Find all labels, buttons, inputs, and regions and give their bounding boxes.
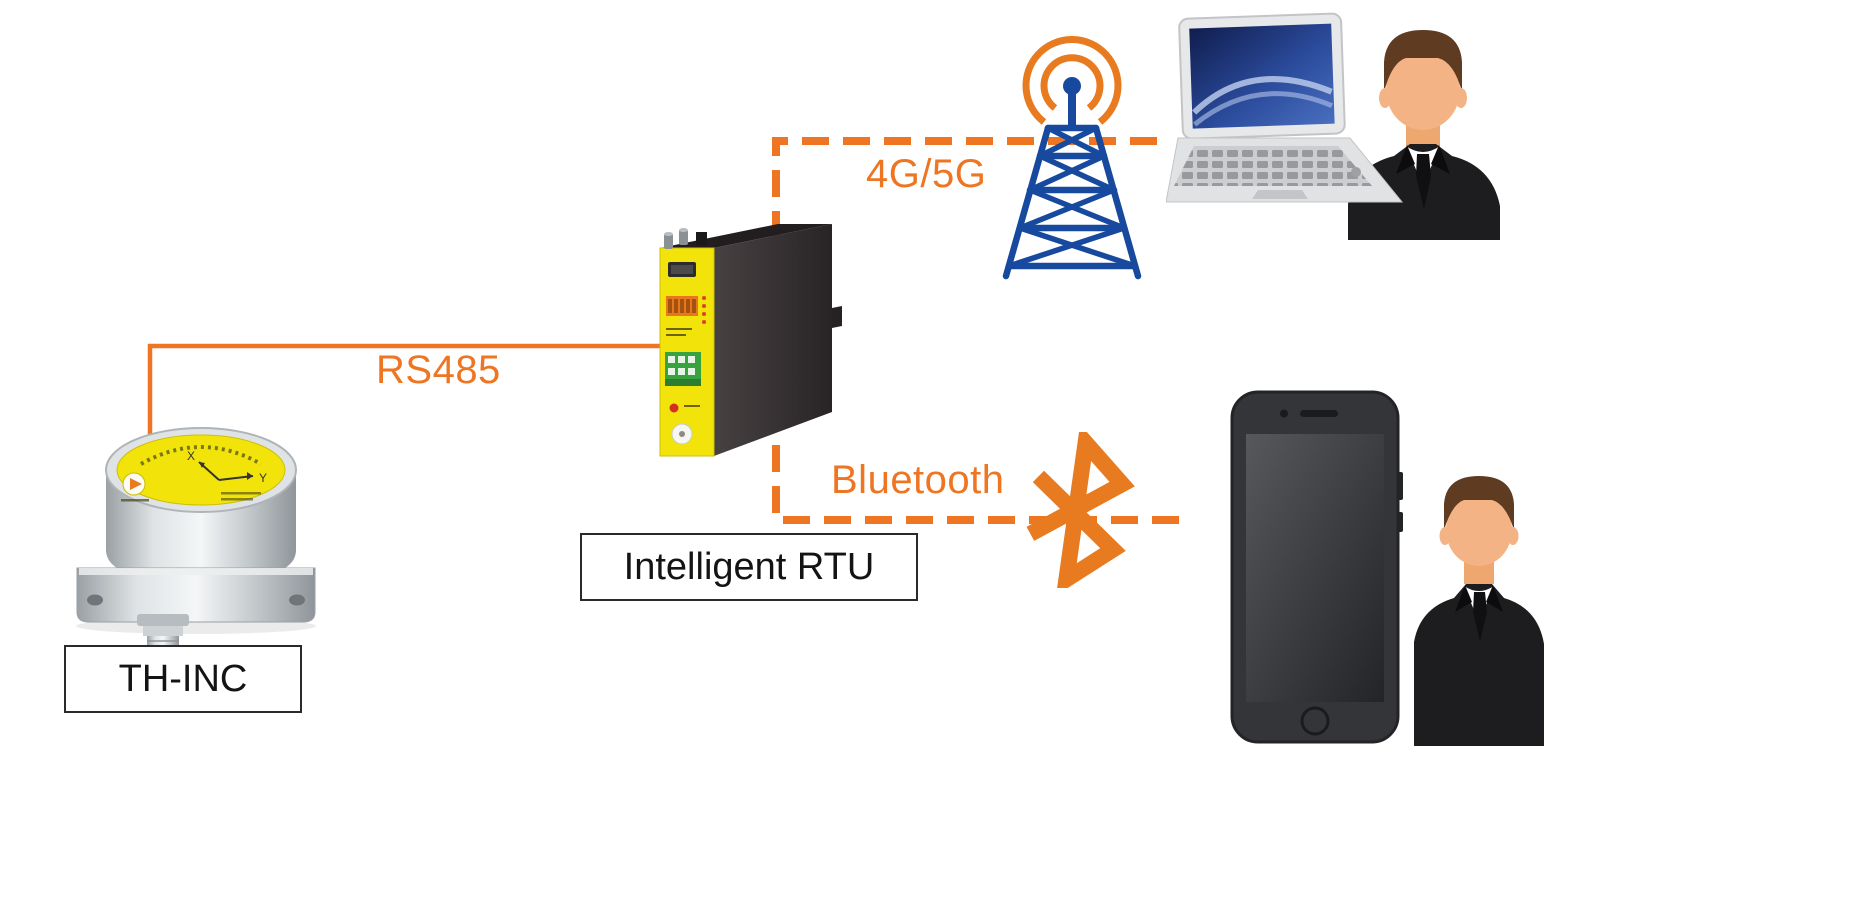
cap-axis-arrowheads [199, 462, 253, 480]
person1-ear-left [1379, 88, 1391, 108]
laptop-user-icon [1166, 6, 1514, 240]
tower-lattice [1002, 124, 1142, 280]
rtu-side-face [714, 224, 832, 456]
phone-home-button [1300, 706, 1330, 736]
person2-lapel-right [1486, 585, 1503, 612]
inclinometer-sensor-icon: X Y [70, 400, 322, 662]
antenna-connector-2-top [679, 228, 688, 232]
rtu-din-clip [832, 306, 842, 328]
person1-ear-right [1455, 88, 1467, 108]
cable-gland-nut [143, 626, 183, 636]
cellular-label: 4G/5G [866, 152, 987, 196]
bluetooth-icon [1012, 432, 1148, 588]
cellular-link-line [772, 137, 1163, 238]
phone-camera [1280, 409, 1288, 418]
person2-ear-right [1507, 527, 1519, 545]
buzzer-center [679, 431, 685, 437]
screen-swoosh-2 [1193, 91, 1333, 127]
sensor-base-plate [76, 567, 316, 623]
smartphone [1230, 390, 1403, 744]
sensor-name-label: TH-INC [118, 657, 248, 700]
panel-text-mark-2 [666, 334, 686, 336]
panel-text-mark-1 [666, 328, 692, 330]
io-connector-pins [668, 299, 696, 313]
laptop-user-person [1348, 30, 1500, 240]
laptop-trackpad [1252, 190, 1308, 199]
radio-wave-arcs [1022, 36, 1122, 125]
cap-axis-x-label: X [187, 449, 195, 463]
cap-text-mark [121, 499, 149, 502]
antenna-connector-1-top [664, 232, 673, 236]
phone-side-button-1 [1398, 472, 1403, 500]
screen-swoosh-1 [1192, 76, 1333, 115]
cable-gland-flange [137, 614, 189, 626]
reset-button [669, 403, 679, 413]
cap-text-mark3 [221, 498, 253, 501]
rtu-name-label: Intelligent RTU [623, 545, 875, 588]
antenna-connector-2 [679, 230, 688, 245]
person1-hair [1384, 30, 1462, 92]
person1-face [1386, 50, 1460, 130]
sensor-cap-label [116, 434, 286, 506]
bluetooth-rune [1026, 432, 1135, 588]
mount-hole-right [289, 594, 305, 606]
sensor-base-bevel [79, 568, 313, 575]
rtu-device-icon [652, 212, 848, 470]
cap-curved-text-marks [140, 445, 262, 466]
terminal-block-base [665, 379, 701, 386]
terminal-block-screws [668, 356, 695, 375]
rs485-label: RS485 [376, 348, 501, 392]
person1-lapel-right [1431, 145, 1450, 174]
status-leds [702, 296, 706, 324]
cap-logo-triangle [130, 478, 142, 490]
phone-speaker [1300, 410, 1338, 417]
sensor-name-box: TH-INC [64, 645, 302, 713]
laptop-logo [1351, 167, 1361, 177]
person2-ear-left [1439, 527, 1451, 545]
phone-side-button-2 [1398, 512, 1403, 532]
person1-tie [1416, 154, 1431, 210]
mount-hole-left [87, 594, 103, 606]
person2-lapel-left [1455, 585, 1472, 612]
cell-tower-icon [986, 26, 1158, 282]
person2-face [1446, 494, 1512, 566]
antenna-connector-1 [664, 234, 673, 249]
laptop [1166, 12, 1404, 203]
person1-lapel-left [1396, 145, 1415, 174]
person2-suit [1414, 584, 1544, 746]
cap-text-mark2 [221, 492, 261, 495]
tower-mast [1068, 86, 1076, 130]
cap-axis-y-label: Y [259, 471, 267, 485]
rtu-top-port [696, 232, 707, 245]
panel-text-mark-3 [684, 405, 700, 407]
laptop-keys [1174, 146, 1372, 186]
bluetooth-label: Bluetooth [831, 458, 1005, 502]
rtu-name-box: Intelligent RTU [580, 533, 918, 601]
person2-hair [1444, 476, 1514, 530]
phone-screen [1246, 434, 1384, 702]
smartphone-user-icon [1228, 388, 1546, 746]
person2-tie [1473, 592, 1487, 642]
rs485-link-line [147, 343, 662, 440]
phone-user-person [1414, 476, 1544, 746]
sim-slot-inner [671, 265, 693, 274]
